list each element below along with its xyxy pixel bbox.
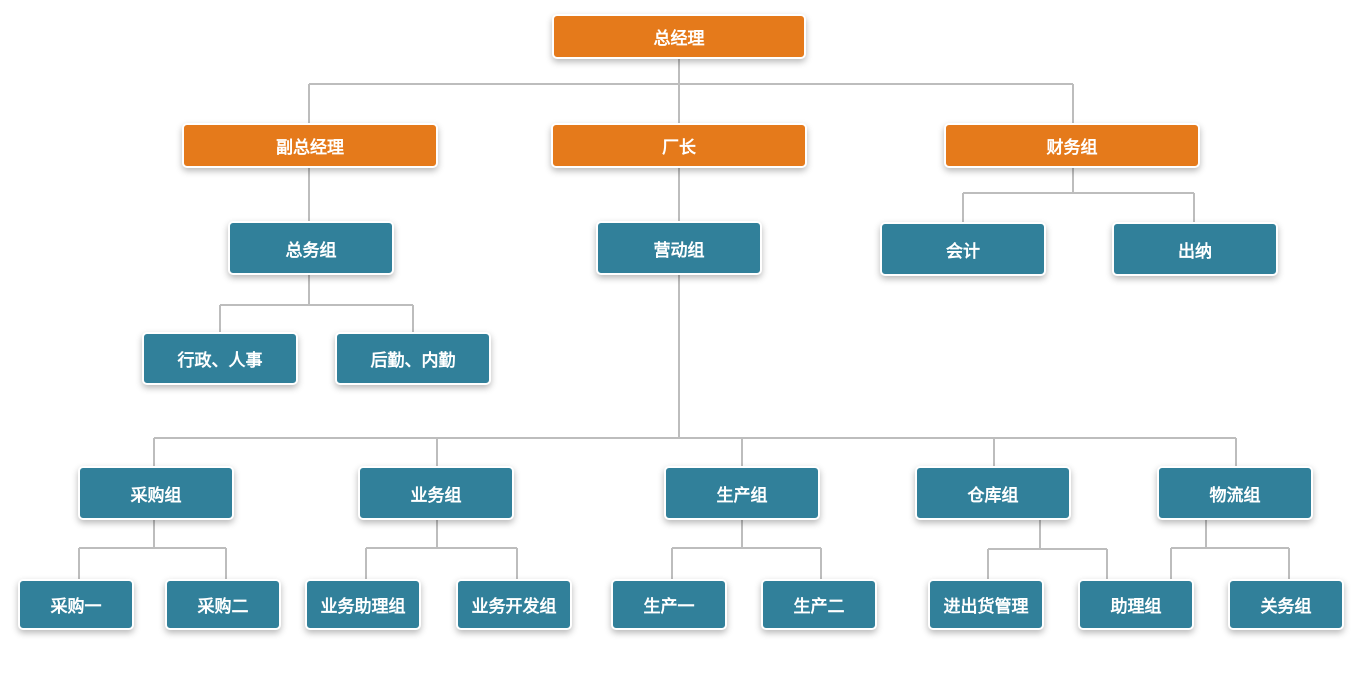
node-operations: 营动组 <box>596 221 762 275</box>
node-production-1: 生产一 <box>611 579 727 630</box>
node-purchasing-2: 采购二 <box>165 579 281 630</box>
node-warehouse: 仓库组 <box>915 466 1071 520</box>
node-public-relations: 关务组 <box>1228 579 1344 630</box>
node-cashier: 出纳 <box>1112 222 1278 276</box>
node-logistics: 物流组 <box>1157 466 1313 520</box>
node-admin-hr: 行政、人事 <box>142 332 298 385</box>
node-finance: 财务组 <box>944 123 1200 168</box>
node-gm: 总经理 <box>552 14 806 59</box>
node-sales-development: 业务开发组 <box>456 579 572 630</box>
node-sales-assistant: 业务助理组 <box>305 579 421 630</box>
node-factory-director: 厂长 <box>551 123 807 168</box>
node-general-affairs: 总务组 <box>228 221 394 275</box>
node-assistant-group: 助理组 <box>1078 579 1194 630</box>
node-logistics-support: 后勤、内勤 <box>335 332 491 385</box>
node-purchasing: 采购组 <box>78 466 234 520</box>
node-purchasing-1: 采购一 <box>18 579 134 630</box>
node-accounting: 会计 <box>880 222 1046 276</box>
node-production: 生产组 <box>664 466 820 520</box>
node-inventory-management: 进出货管理 <box>928 579 1044 630</box>
node-deputy-gm: 副总经理 <box>182 123 438 168</box>
node-production-2: 生产二 <box>761 579 877 630</box>
node-sales: 业务组 <box>358 466 514 520</box>
